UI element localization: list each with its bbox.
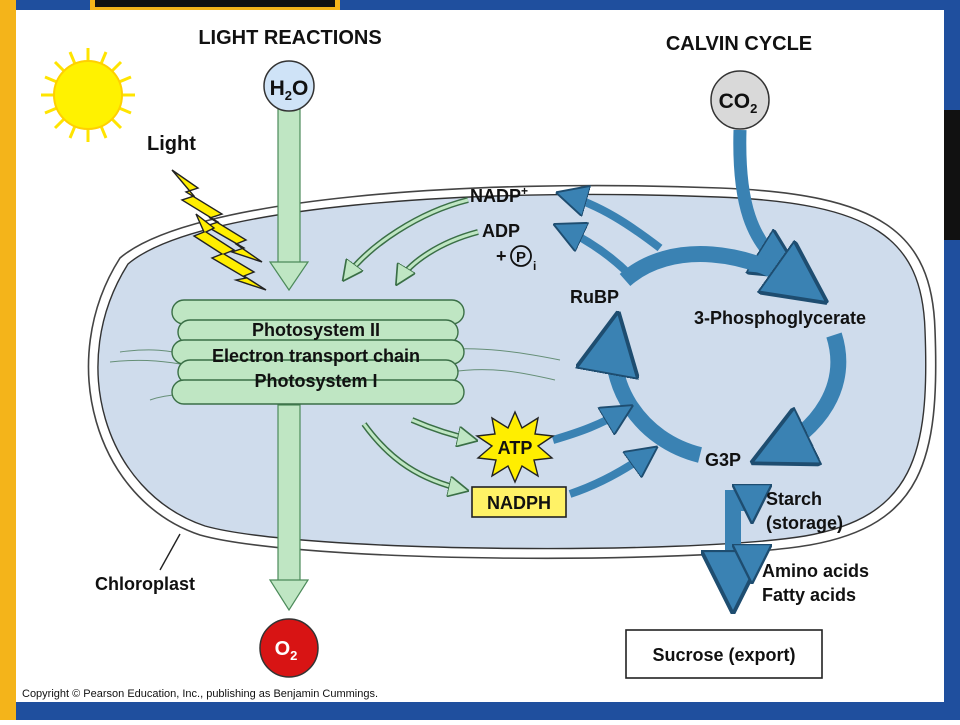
nadph-box: NADPH (471, 486, 567, 518)
amino-acids-label: Amino acids (762, 561, 869, 581)
phosphate-p-label: P (516, 249, 526, 266)
sucrose-label: Sucrose (export) (652, 645, 795, 665)
nadp-plus-label: NADP+ (470, 184, 528, 206)
chloroplast-label: Chloroplast (95, 574, 195, 594)
light-label: Light (147, 133, 196, 155)
phosphoglycerate-label: 3-Phosphoglycerate (694, 308, 866, 328)
calvin-cycle-title: CALVIN CYCLE (666, 33, 812, 55)
o2-label: O2 (275, 638, 298, 663)
starch-label: Starch (766, 489, 822, 509)
light-reactions-title: LIGHT REACTIONS (198, 27, 381, 49)
green-arrows (345, 197, 478, 490)
phosphate-circle-icon (510, 245, 532, 267)
photosystem-ii-label: Photosystem II (252, 320, 380, 340)
rubp-label: RuBP (570, 287, 619, 307)
chloroplast-leader-line (159, 533, 181, 571)
water-to-oxygen-arrow (268, 107, 310, 612)
atp-label: ATP (498, 438, 533, 458)
co2-molecule: CO2 (710, 70, 770, 130)
phosphate-group: + P i (496, 245, 536, 273)
light-bolt-icon (171, 169, 267, 291)
plus-sign: + (496, 246, 507, 266)
copyright-notice: Copyright © Pearson Education, Inc., pub… (22, 688, 378, 700)
thylakoid-stack: Photosystem II Electron transport chain … (109, 299, 561, 405)
h2o-label: H2O (270, 77, 309, 103)
frame-left-stripe (0, 0, 16, 720)
co2-label: CO2 (719, 90, 758, 116)
nadph-label: NADPH (487, 493, 551, 513)
frame-top-tab-inner (95, 0, 335, 7)
adp-label: ADP (482, 221, 520, 241)
calvin-cycle-arrows (553, 129, 847, 595)
g3p-label: G3P (705, 450, 741, 470)
frame-right-band (944, 110, 960, 240)
photosystem-i-label: Photosystem I (254, 371, 377, 391)
fatty-acids-label: Fatty acids (762, 585, 856, 605)
electron-transport-chain-label: Electron transport chain (212, 346, 420, 366)
storage-label: (storage) (766, 513, 843, 533)
sun-icon (41, 48, 135, 142)
h2o-molecule: H2O (263, 60, 315, 112)
o2-molecule: O2 (259, 618, 319, 678)
atp-burst: ATP (475, 410, 555, 484)
sucrose-box: Sucrose (export) (625, 629, 823, 679)
phosphate-i-subscript: i (533, 259, 536, 273)
